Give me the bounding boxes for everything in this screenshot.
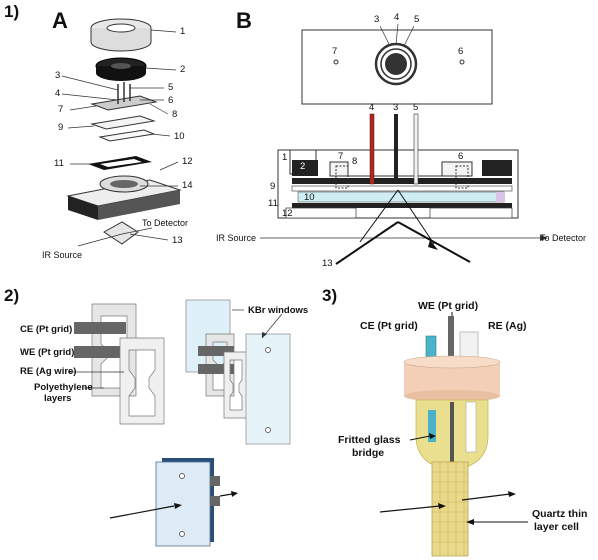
panel-1-number: 1) (4, 2, 20, 21)
p2-re-label: RE (Ag wire) (20, 366, 77, 377)
callout-5: 5 (168, 82, 174, 93)
p2-we-label: WE (Pt grid) (20, 347, 75, 358)
p2-kbr-label: KBr windows (248, 305, 309, 316)
top-callout-5: 5 (414, 14, 420, 25)
p3-fritted-label-2: bridge (352, 447, 385, 459)
cross-callout-2: 2 (300, 161, 306, 172)
panel-1a-callout-lines (61, 29, 179, 241)
electrode-plate (90, 82, 158, 111)
p3-quartz-label-1: Quartz thin (532, 508, 588, 520)
cross-callout-3: 3 (393, 102, 399, 113)
p3-ce-label: CE (Pt grid) (360, 320, 418, 332)
panel-2-number: 2) (4, 286, 20, 305)
spacer-layer (90, 115, 156, 130)
ir-source-label: IR Source (42, 250, 83, 260)
top-callout-4: 4 (394, 12, 400, 23)
cell-top-ring (90, 18, 152, 52)
top-callout-6: 6 (458, 46, 464, 57)
callout-14: 14 (182, 180, 193, 191)
callout-9: 9 (58, 122, 64, 133)
teflon-cap (403, 355, 501, 402)
cross-callout-12: 12 (282, 208, 293, 219)
cross-callout-11: 11 (268, 198, 278, 209)
quartz-cell (431, 461, 469, 557)
p2-layers-label: layers (44, 393, 72, 404)
top-callout-7: 7 (332, 46, 338, 57)
callout-12: 12 (182, 156, 193, 167)
cross-callout-4: 4 (369, 102, 375, 113)
b-to-detector-label: To Detector (540, 233, 587, 243)
red-electrode (369, 113, 375, 185)
cross-section (277, 113, 519, 219)
p3-quartz-label-2: layer cell (534, 521, 579, 533)
cross-callout-13: 13 (322, 258, 333, 269)
electrode-stack (198, 333, 249, 419)
cross-callout-9: 9 (270, 181, 276, 192)
p3-we-label: WE (Pt grid) (418, 300, 479, 312)
assembled-cell (155, 458, 220, 547)
callout-1: 1 (180, 26, 186, 37)
callout-4: 4 (55, 88, 61, 99)
callout-8: 8 (172, 109, 178, 120)
callout-11: 11 (54, 158, 64, 169)
cross-callout-7: 7 (338, 151, 344, 162)
callout-7: 7 (58, 104, 64, 115)
cross-callout-1: 1 (282, 152, 288, 163)
cross-callout-10: 10 (304, 192, 315, 203)
gasket-frame (88, 156, 152, 170)
panel-3-number: 3) (322, 286, 338, 305)
b-ir-source-label: IR Source (216, 233, 257, 243)
callout-2: 2 (180, 64, 186, 75)
callout-3: 3 (55, 70, 61, 81)
polyethylene-layer-2 (119, 337, 165, 425)
panel-1b-letter: B (236, 8, 252, 33)
top-view-working-disk (385, 53, 407, 75)
p3-re-label: RE (Ag) (488, 320, 527, 332)
panel-1a-letter: A (52, 8, 68, 33)
p2-polyethylene-label: Polyethylene (34, 382, 93, 393)
cross-callout-6: 6 (458, 151, 464, 162)
to-detector-label: To Detector (142, 218, 189, 228)
kbr-window-front (245, 333, 291, 445)
p3-fritted-label-1: Fritted glass (338, 434, 401, 446)
ir-beam (260, 189, 548, 265)
callout-6: 6 (168, 95, 174, 106)
cell-base (66, 175, 182, 220)
prism (77, 221, 153, 247)
top-callout-3: 3 (374, 14, 380, 25)
white-electrode (413, 113, 419, 185)
p2-ce-label: CE (Pt grid) (20, 324, 73, 335)
we-rod (448, 316, 454, 360)
black-electrode (394, 114, 398, 184)
cross-callout-8: 8 (352, 156, 358, 167)
dark-disk (95, 57, 147, 81)
cross-callout-5: 5 (413, 102, 419, 113)
callout-13: 13 (172, 235, 183, 246)
glass-body (415, 399, 489, 471)
callout-10: 10 (174, 131, 185, 142)
